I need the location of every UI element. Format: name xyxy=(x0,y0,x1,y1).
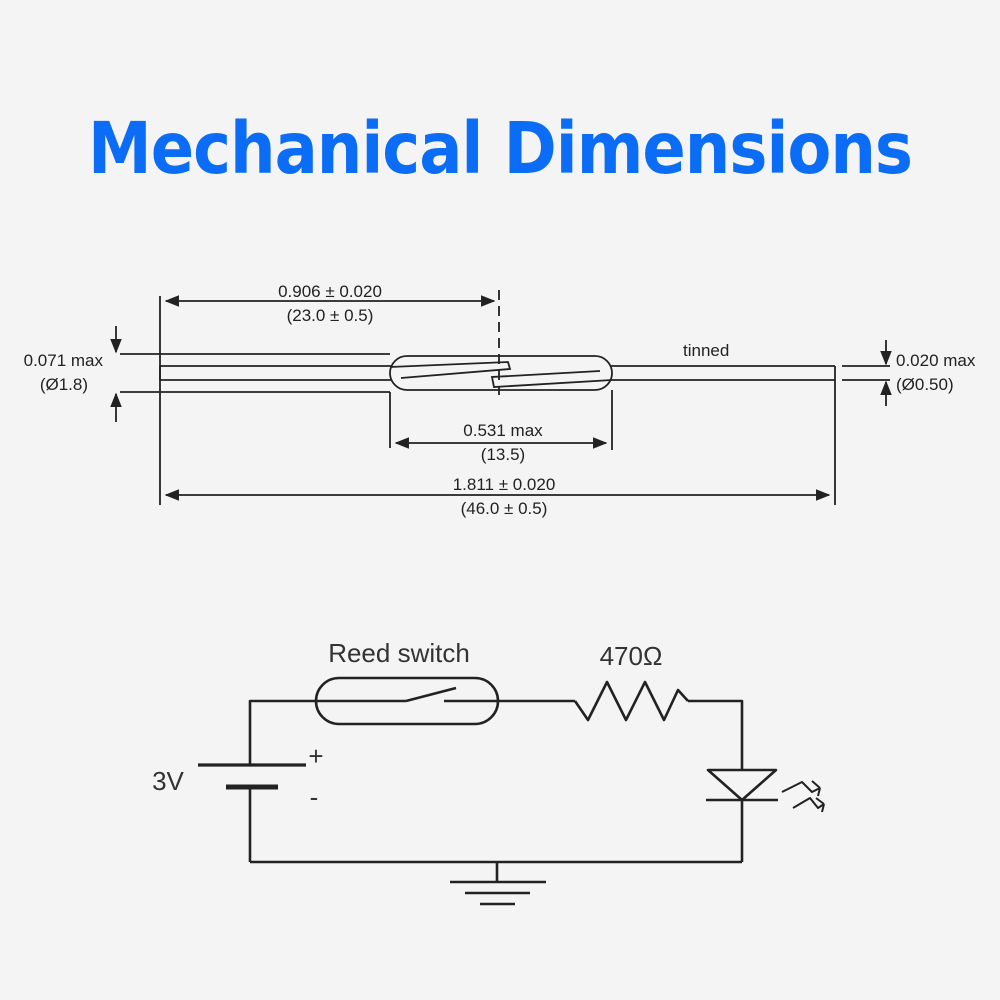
overall-length-mm-label: (46.0 ± 0.5) xyxy=(461,499,548,518)
plus-label: + xyxy=(308,741,323,771)
lead-diameter-dimension xyxy=(842,340,892,406)
voltage-label: 3V xyxy=(152,766,184,796)
reed-switch-label: Reed switch xyxy=(328,638,470,668)
led-symbol xyxy=(706,768,825,813)
reed-contacts xyxy=(389,361,613,388)
glass-length-label: 0.906 ± 0.020 xyxy=(278,282,382,301)
minus-label: - xyxy=(310,782,319,812)
battery-symbol xyxy=(198,763,306,790)
lead-diameter-mm-label: (Ø0.50) xyxy=(896,375,954,394)
circuit-diagram xyxy=(198,676,825,906)
ground-symbol xyxy=(450,880,546,906)
resistor-symbol xyxy=(573,680,689,722)
body-diameter-label: 0.071 max xyxy=(24,351,104,370)
page-title: Mechanical Dimensions xyxy=(88,108,913,191)
circuit-wires xyxy=(248,699,744,882)
overall-length-label: 1.811 ± 0.020 xyxy=(453,475,556,494)
glass-length-mm-label: (23.0 ± 0.5) xyxy=(287,306,374,325)
lead-diameter-label: 0.020 max xyxy=(896,351,976,370)
body-diameter-dimension xyxy=(110,326,391,448)
contact-length-label: 0.531 max xyxy=(463,421,543,440)
lead-finish-label: tinned xyxy=(683,341,729,360)
resistor-label: 470Ω xyxy=(600,641,663,671)
body-diameter-mm-label: (Ø1.8) xyxy=(40,375,88,394)
reed-switch-contacts xyxy=(318,686,498,703)
contact-length-mm-label: (13.5) xyxy=(481,445,525,464)
